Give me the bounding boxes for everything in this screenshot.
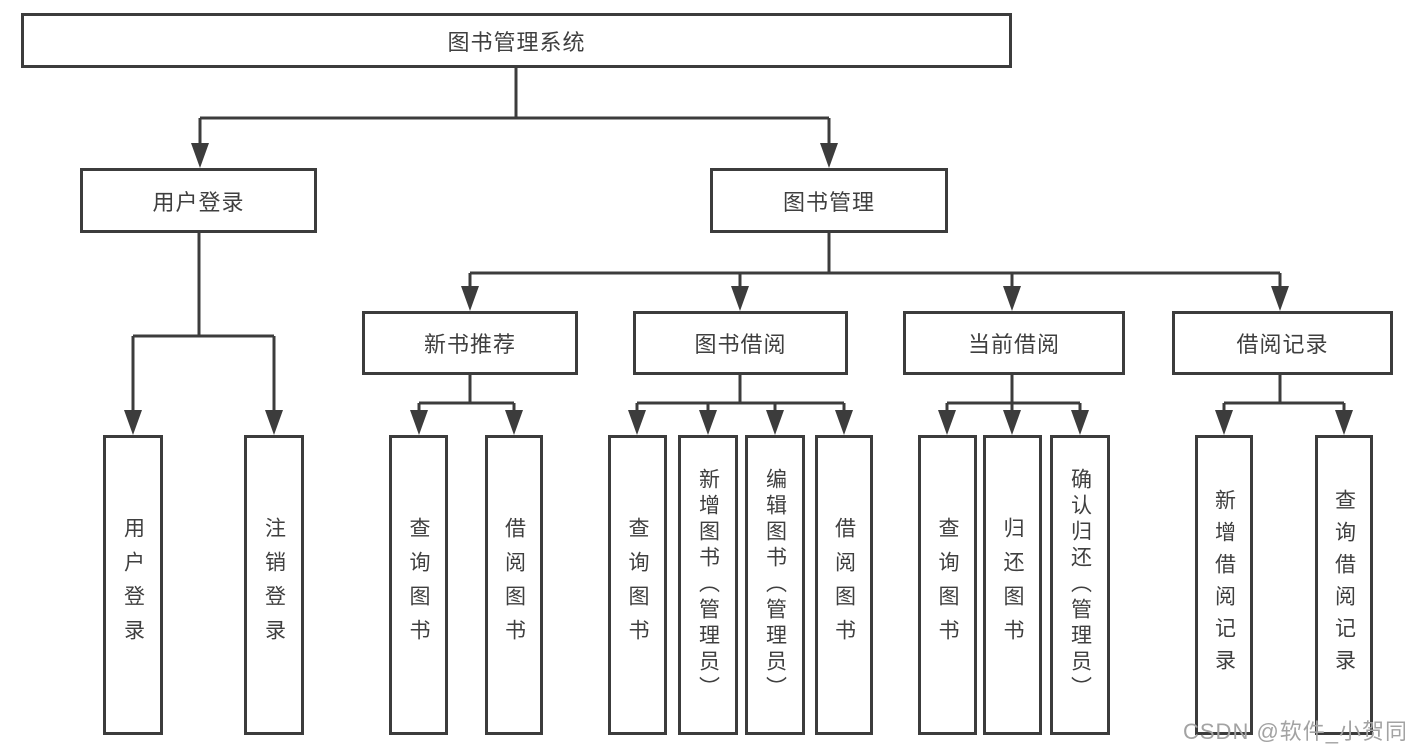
- node-edit-book-admin: 编辑图书（管理员）: [745, 435, 805, 735]
- node-library-management-system: 图书管理系统: [21, 13, 1012, 68]
- node-borrowing-records: 借阅记录: [1172, 311, 1393, 375]
- node-label: 查询图书: [626, 517, 649, 653]
- node-query-books-recommend: 查询图书: [389, 435, 448, 735]
- node-query-books-current: 查询图书: [918, 435, 977, 735]
- node-label: 查询图书: [407, 517, 430, 653]
- node-label: 图书管理系统: [447, 29, 586, 55]
- node-label: 归还图书: [1001, 517, 1024, 653]
- node-borrow-books-borrowing: 借阅图书: [815, 435, 873, 735]
- node-label: 新增图书（管理员）: [696, 468, 720, 702]
- node-current-borrowing: 当前借阅: [903, 311, 1125, 375]
- node-borrow-books-recommend: 借阅图书: [485, 435, 543, 735]
- node-label: 图书借阅: [694, 332, 787, 357]
- node-label: 借阅记录: [1236, 332, 1329, 357]
- node-label: 查询借阅记录: [1332, 489, 1356, 681]
- node-return-books: 归还图书: [983, 435, 1042, 735]
- node-label: 借阅图书: [832, 517, 856, 653]
- node-label: 注销登录: [262, 517, 286, 653]
- node-query-books-borrowing: 查询图书: [608, 435, 667, 735]
- node-user-login-branch: 用户登录: [80, 168, 317, 233]
- node-confirm-return-admin: 确认归还（管理员）: [1050, 435, 1110, 735]
- node-logout: 注销登录: [244, 435, 304, 735]
- node-add-book-admin: 新增图书（管理员）: [678, 435, 738, 735]
- node-book-management-branch: 图书管理: [710, 168, 948, 233]
- node-label: 确认归还（管理员）: [1068, 468, 1092, 702]
- node-label: 用户登录: [152, 189, 245, 215]
- node-add-borrow-record: 新增借阅记录: [1195, 435, 1253, 735]
- node-label: 图书管理: [782, 189, 875, 215]
- node-book-borrowing: 图书借阅: [633, 311, 848, 375]
- node-query-borrow-record: 查询借阅记录: [1315, 435, 1373, 735]
- csdn-watermark: CSDN @软件_小贺同学: [1183, 719, 1405, 744]
- node-label: 借阅图书: [502, 517, 526, 653]
- node-label: 编辑图书（管理员）: [763, 468, 787, 702]
- node-label: 当前借阅: [967, 332, 1060, 357]
- node-user-login-leaf: 用户登录: [103, 435, 163, 735]
- node-new-book-recommendation: 新书推荐: [362, 311, 578, 375]
- node-label: 查询图书: [936, 517, 959, 653]
- node-label: 新增借阅记录: [1212, 489, 1236, 681]
- node-label: 新书推荐: [423, 332, 516, 357]
- arrowheads: [124, 143, 1353, 435]
- node-label: 用户登录: [121, 517, 145, 653]
